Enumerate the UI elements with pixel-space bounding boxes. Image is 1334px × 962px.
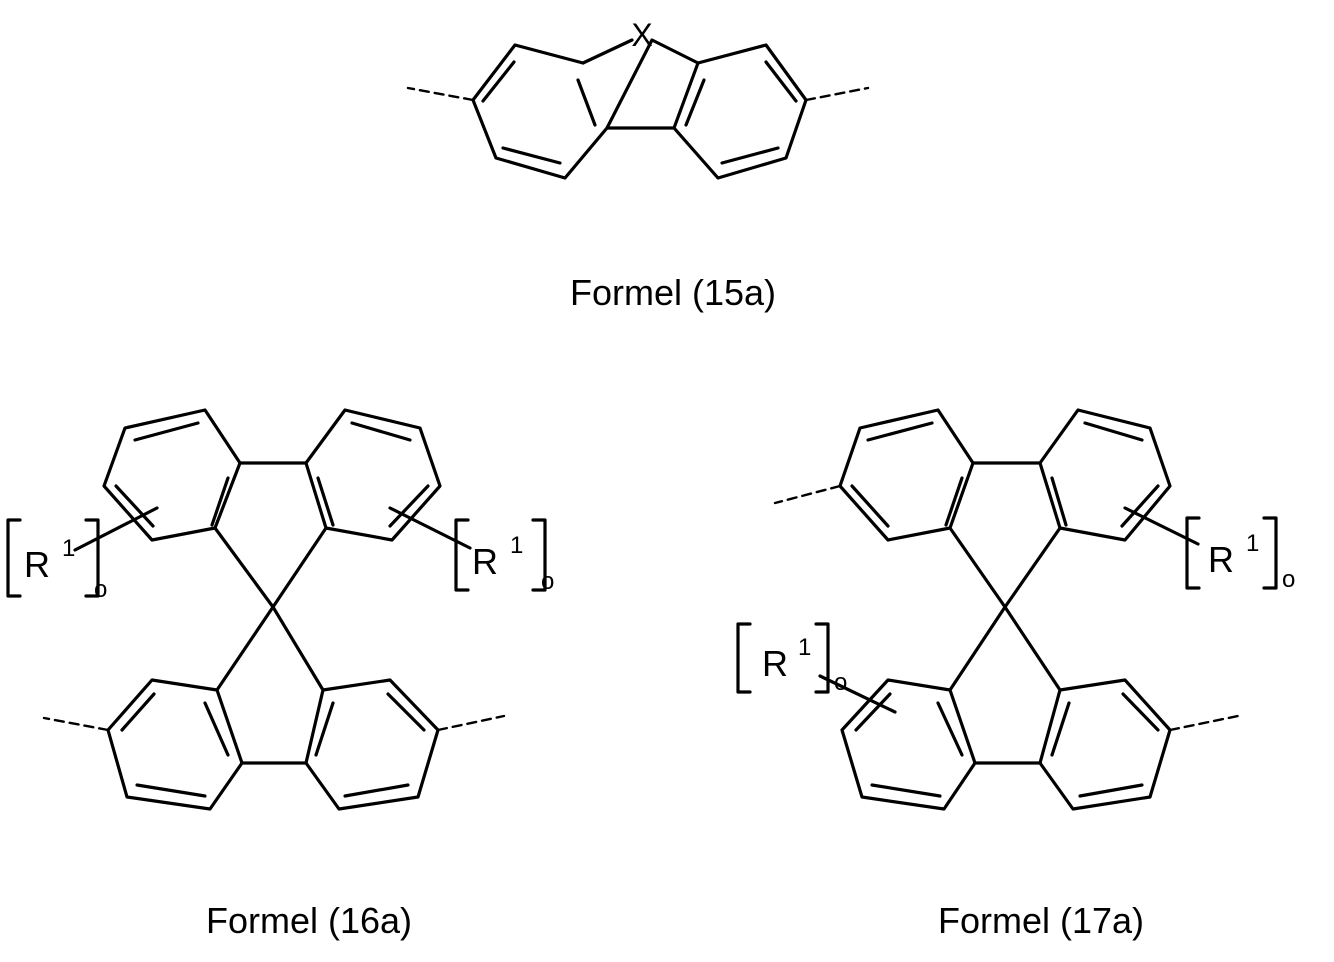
r1-symbol: R	[24, 544, 50, 585]
formula-16a-caption: Formel (16a)	[206, 900, 412, 942]
formula-16a-structure	[0, 0, 545, 809]
r1-symbol: R	[762, 643, 788, 684]
r1-symbol: R	[472, 541, 498, 582]
r1-subscript: o	[1282, 566, 1295, 593]
formula-17a-substituent-lower: R 1 o	[762, 634, 847, 696]
r1-symbol: R	[1208, 539, 1234, 580]
formula-15a-caption: Formel (15a)	[570, 272, 776, 314]
r1-superscript: 1	[798, 634, 811, 661]
bridge-atom-x: X	[631, 17, 652, 53]
r1-superscript: 1	[510, 532, 523, 559]
r1-superscript: 1	[1246, 530, 1259, 557]
r1-subscript: o	[94, 576, 107, 603]
formula-15a-structure	[408, 40, 868, 178]
formula-16a-substituent-right: R 1 o	[472, 532, 554, 595]
formula-17a-caption: Formel (17a)	[938, 900, 1144, 942]
r1-subscript: o	[834, 669, 847, 696]
r1-superscript: 1	[62, 535, 75, 562]
formula-17a-substituent-right: R 1 o	[1208, 530, 1295, 593]
formula-17a-structure	[738, 410, 1276, 809]
formula-16a-substituent-left: R 1 o	[24, 535, 107, 603]
r1-subscript: o	[541, 568, 554, 595]
